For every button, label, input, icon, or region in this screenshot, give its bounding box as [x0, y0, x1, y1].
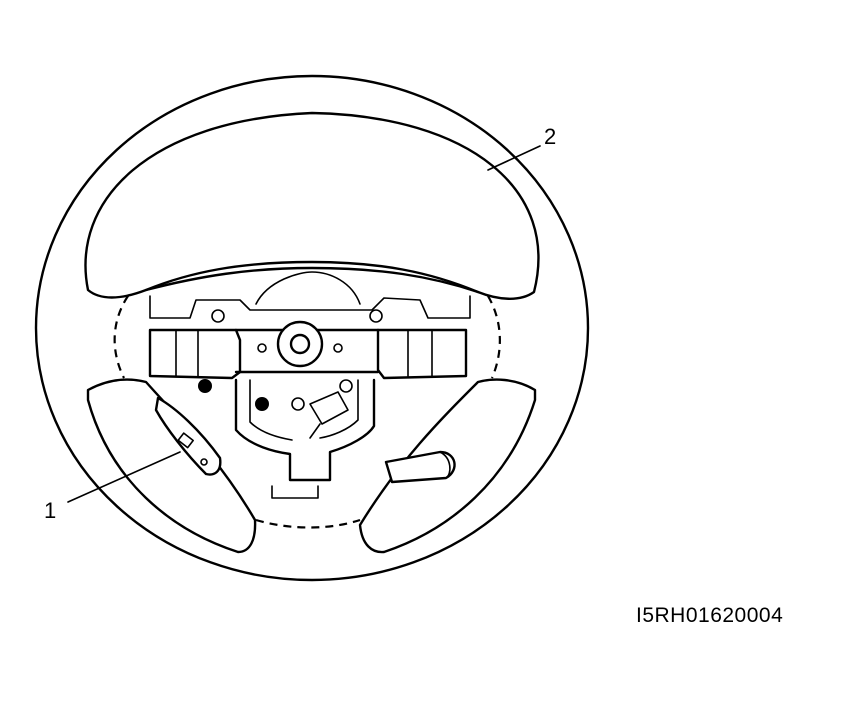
callout-1-label: 1 [44, 498, 56, 523]
callout-2-label: 2 [544, 124, 556, 149]
figure-code: I5RH01620004 [636, 604, 784, 627]
spoke-cover-outline [113, 295, 501, 529]
callout-1: 1 [44, 451, 181, 523]
callout-2: 2 [487, 124, 556, 171]
right-spoke-opening [358, 378, 537, 554]
steering-wheel-switch [154, 396, 222, 476]
hub-assembly [144, 266, 480, 499]
combination-switch-stalk [384, 450, 456, 484]
left-spoke-opening [86, 378, 257, 554]
